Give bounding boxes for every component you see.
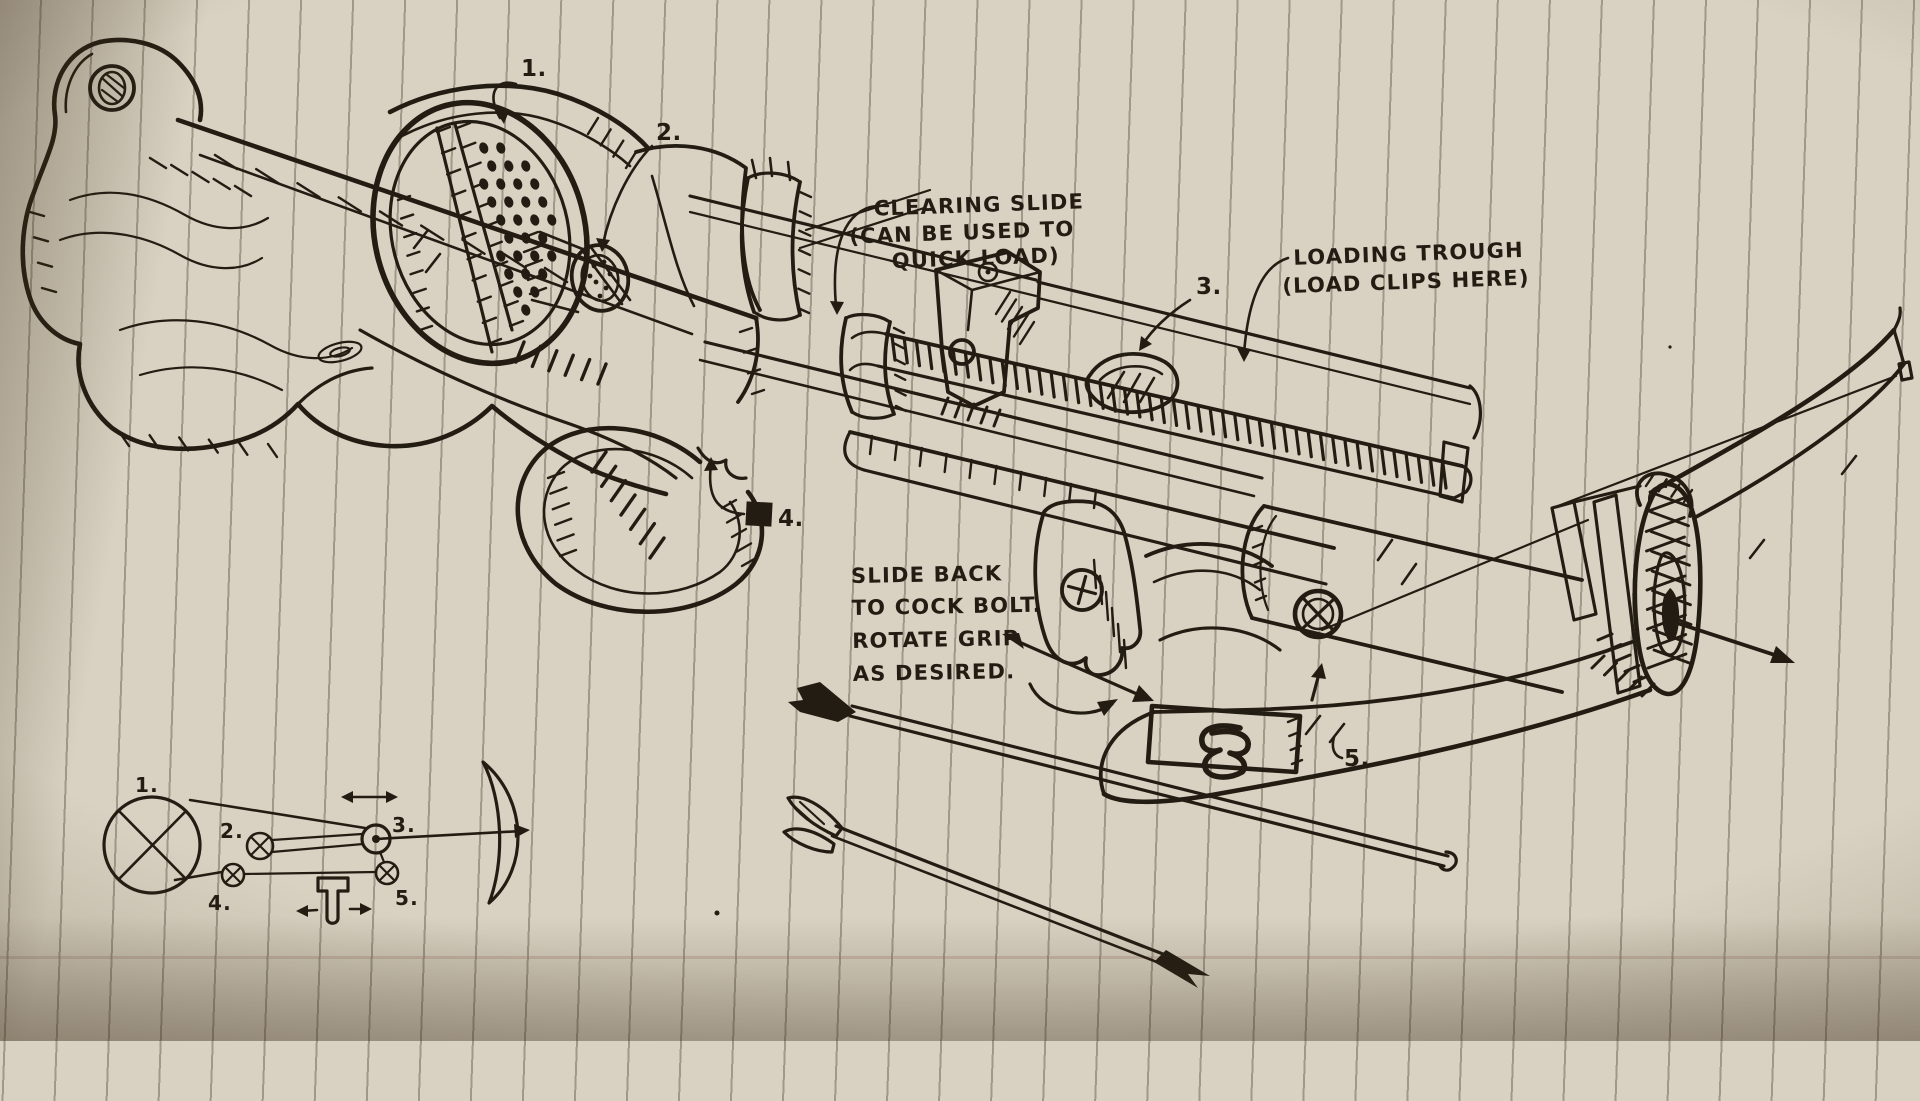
ink-specks xyxy=(714,345,1672,916)
part-label-1: 1. xyxy=(521,56,547,82)
schematic-wheel-1 xyxy=(102,795,202,895)
annotation-line: CLEARING SLIDE xyxy=(873,189,1084,220)
bolt-arrow-1 xyxy=(788,682,1458,872)
receiver-frame xyxy=(387,83,896,420)
schematic-label-2: 2. xyxy=(220,819,244,843)
front-slide-tube xyxy=(1240,504,1584,694)
cylinder-part-2 xyxy=(530,230,632,314)
label-4-square-marker xyxy=(745,501,773,527)
annotation-line: (LOAD CLIPS HERE) xyxy=(1282,266,1530,299)
annotation-clearing-slide: CLEARING SLIDE (CAN BE USED TO QUICK LOA… xyxy=(849,189,1085,273)
part-label-5: 5. xyxy=(1344,746,1370,772)
bow-upper-limb xyxy=(1649,306,1914,560)
annotation-cocking: SLIDE BACK TO COCK BOLT. ROTATE GRIP AS … xyxy=(851,561,1042,686)
annotation-line: SLIDE BACK xyxy=(851,561,1003,588)
schematic-label-4: 4. xyxy=(208,891,232,915)
schematic-bow xyxy=(481,760,520,905)
cheek-beam-top-edge xyxy=(175,117,759,321)
part-label-4: 4. xyxy=(778,506,804,532)
maker-monogram-icon xyxy=(1199,723,1251,780)
pulley-schematic: 1. 2. 3. 4. 5. xyxy=(102,760,530,925)
frame-arch-a xyxy=(739,156,802,322)
bow-string xyxy=(1556,374,1898,508)
crossbow-sketch: 1. 2. 3. 4. 5. CLEARING SLIDE (CAN BE US… xyxy=(20,37,1914,988)
string-nock xyxy=(1897,360,1914,382)
string-slider xyxy=(1438,440,1470,504)
bolt-arrow-2 xyxy=(782,795,1210,988)
schematic-label-5: 5. xyxy=(395,886,419,910)
annotation-line: ROTATE GRIP xyxy=(852,626,1020,653)
annotation-line: QUICK LOAD) xyxy=(891,243,1060,273)
schematic-label-3: 3. xyxy=(392,813,416,837)
cocking-motion-arrows xyxy=(1002,633,1326,716)
drum-magazine xyxy=(370,99,590,367)
annotation-line: LOADING TROUGH xyxy=(1293,238,1524,270)
monogram-plate xyxy=(1145,703,1303,775)
rails-and-trough xyxy=(688,188,1482,504)
schematic-label-1: 1. xyxy=(135,773,159,797)
pump-grip xyxy=(1033,499,1590,677)
annotation-line: TO COCK BOLT. xyxy=(851,593,1042,620)
annotation-line: AS DESIRED. xyxy=(853,659,1016,686)
part-label-2: 2. xyxy=(656,120,682,146)
annotation-loading-trough: LOADING TROUGH (LOAD CLIPS HERE) xyxy=(1282,238,1530,299)
callout-leaders xyxy=(492,81,1344,760)
schematic-wheel-2 xyxy=(245,831,275,861)
part-label-3: 3. xyxy=(1196,274,1222,300)
wood-grain xyxy=(58,191,363,392)
phillips-screw-icon xyxy=(1060,568,1104,612)
shot-direction-arrow xyxy=(1672,620,1786,660)
schematic-grip-handle xyxy=(316,876,350,925)
bow-lower-limb xyxy=(1098,640,1653,805)
hatching-strokes xyxy=(28,116,1694,766)
stock-butt xyxy=(20,37,760,497)
cocking-pulley-wheel xyxy=(1292,588,1344,640)
trigger-guard xyxy=(515,425,765,614)
